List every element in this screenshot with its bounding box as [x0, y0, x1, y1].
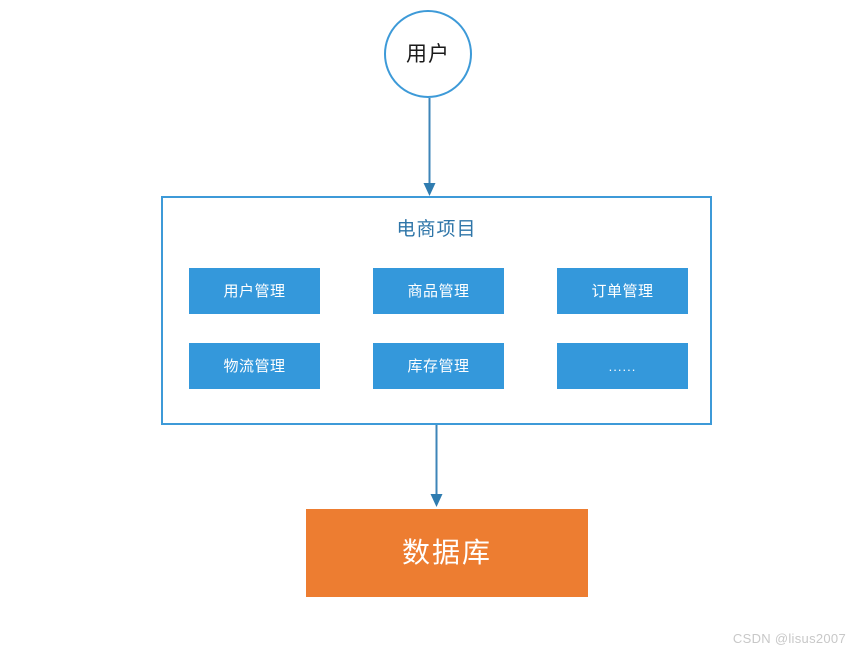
module-box-order-management[interactable]: 订单管理	[557, 268, 688, 314]
actor-user-label: 用户	[406, 42, 450, 66]
module-label: ......	[608, 358, 637, 374]
module-box-user-management[interactable]: 用户管理	[189, 268, 320, 314]
module-grid: 用户管理 商品管理 订单管理 物流管理 库存管理 ......	[189, 268, 688, 389]
arrow-user-to-system-head	[423, 183, 436, 196]
module-box-more[interactable]: ......	[557, 343, 688, 389]
module-box-product-management[interactable]: 商品管理	[373, 268, 504, 314]
module-label: 商品管理	[407, 282, 470, 300]
module-box-logistics-management[interactable]: 物流管理	[189, 343, 320, 389]
module-label: 库存管理	[407, 357, 470, 375]
module-label: 物流管理	[223, 357, 286, 375]
module-label: 订单管理	[591, 282, 654, 300]
watermark-text: CSDN @lisus2007	[732, 631, 846, 646]
database-label: 数据库	[401, 537, 492, 568]
database-node[interactable]: 数据库	[306, 509, 588, 597]
system-title: 电商项目	[396, 219, 477, 240]
arrow-user-to-system	[423, 98, 436, 196]
actor-user-node[interactable]: 用户	[384, 10, 472, 98]
module-row: 物流管理 库存管理 ......	[189, 343, 688, 389]
arrow-system-to-database	[430, 425, 443, 507]
arrow-system-to-database-head	[430, 494, 443, 507]
module-box-inventory-management[interactable]: 库存管理	[373, 343, 504, 389]
system-container-ecommerce-project[interactable]: 电商项目 用户管理 商品管理 订单管理 物流管理 库存管理	[161, 196, 712, 425]
module-row: 用户管理 商品管理 订单管理	[189, 268, 688, 314]
module-label: 用户管理	[223, 282, 286, 300]
